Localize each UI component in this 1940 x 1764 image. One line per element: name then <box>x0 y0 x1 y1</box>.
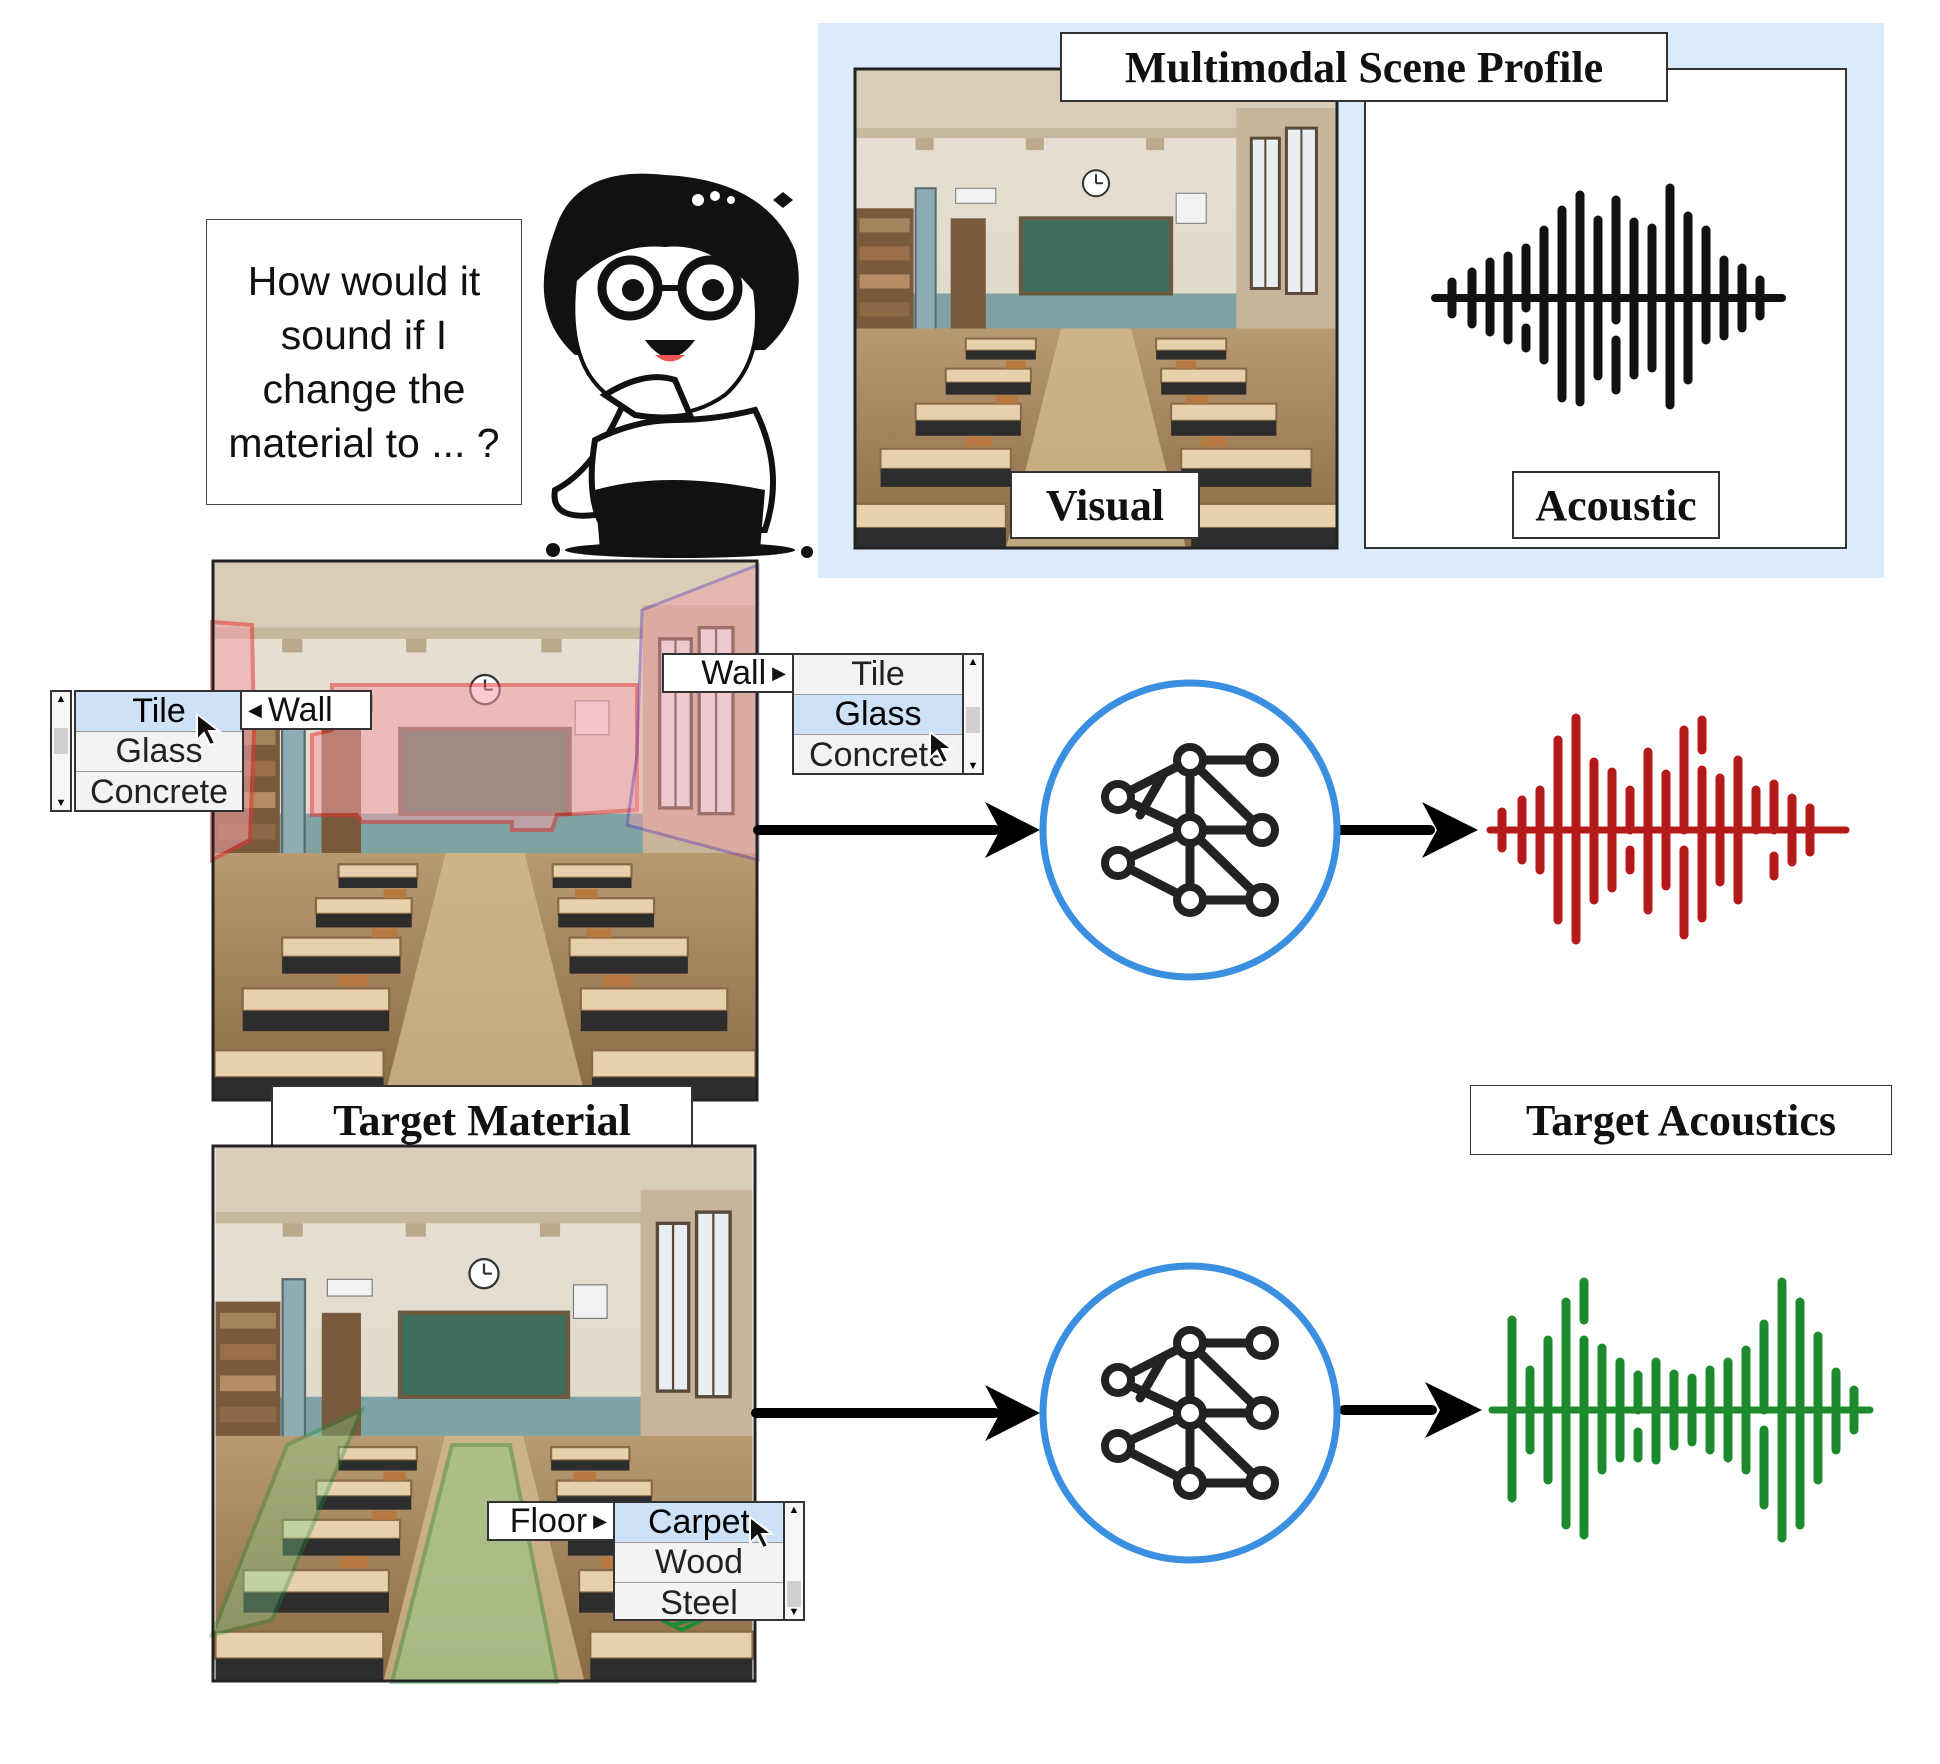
floor-picker-category[interactable]: Floor ▶ <box>487 1501 615 1541</box>
scroll-thumb[interactable] <box>787 1581 801 1607</box>
left-picker-options: Tile Glass Concrete <box>74 690 244 812</box>
right-picker-category[interactable]: Wall ▶ <box>662 653 794 693</box>
option-glass[interactable]: Glass <box>794 695 962 735</box>
cartoon-girl <box>543 173 813 558</box>
acoustic-label: Acoustic <box>1512 471 1720 539</box>
cursor-icon <box>749 1514 775 1550</box>
caret-right-icon: ▶ <box>772 662 786 683</box>
scroll-thumb[interactable] <box>966 707 980 733</box>
option-tile[interactable]: Tile <box>794 655 962 695</box>
arrowhead-icon <box>1425 1382 1482 1438</box>
scroll-thumb[interactable] <box>54 728 68 754</box>
speech-bubble: How would it sound if I change the mater… <box>206 219 522 505</box>
cursor-icon <box>196 711 222 747</box>
option-concrete[interactable]: Concrete <box>90 772 228 811</box>
category-label: Floor <box>509 1501 588 1540</box>
category-label: Wall <box>267 690 333 729</box>
caret-right-icon: ▶ <box>593 1510 607 1531</box>
profile-title: Multimodal Scene Profile <box>1060 32 1668 102</box>
arrowhead-icon <box>985 802 1040 858</box>
category-label: Wall <box>701 653 767 692</box>
acoustic-panel <box>1364 68 1847 549</box>
scroll-down-icon[interactable]: ▼ <box>788 1606 800 1618</box>
cursor-icon <box>929 729 955 765</box>
target-material-label: Target Material <box>271 1085 693 1155</box>
scroll-up-icon[interactable]: ▲ <box>788 1504 800 1516</box>
scroll-down-icon[interactable]: ▼ <box>55 797 67 809</box>
original-waveform <box>1431 183 1786 410</box>
floor-picker-options: Carpet Wood Steel <box>613 1501 785 1622</box>
right-picker-options: Tile Glass Concrete <box>792 653 964 775</box>
floor-picker-scrollbar[interactable]: ▲ ▼ <box>783 1501 805 1621</box>
scroll-up-icon[interactable]: ▲ <box>55 693 67 705</box>
option-carpet[interactable]: Carpet <box>615 1503 783 1543</box>
option-steel[interactable]: Steel <box>660 1583 738 1622</box>
scroll-down-icon[interactable]: ▼ <box>967 760 979 772</box>
caret-left-icon: ◀ <box>248 699 262 720</box>
target-acoustics-label: Target Acoustics <box>1470 1085 1892 1155</box>
left-picker-category[interactable]: ◀ Wall <box>240 690 372 730</box>
option-glass[interactable]: Glass <box>76 732 242 772</box>
scroll-up-icon[interactable]: ▲ <box>967 656 979 668</box>
visual-label: Visual <box>1010 471 1200 539</box>
neural-network-icon <box>1039 679 1341 981</box>
wall-material-image <box>210 559 760 1102</box>
neural-network-icon <box>1039 1262 1341 1564</box>
left-picker-scrollbar[interactable]: ▲ ▼ <box>50 690 72 812</box>
waveform-green <box>1488 1277 1874 1543</box>
option-wood[interactable]: Wood <box>615 1543 783 1583</box>
option-concrete[interactable]: Concrete <box>809 735 947 774</box>
right-picker-scrollbar[interactable]: ▲ ▼ <box>962 653 984 775</box>
waveform-red <box>1486 713 1850 945</box>
arrowhead-icon <box>1422 802 1478 858</box>
arrowhead-icon <box>985 1385 1040 1441</box>
option-tile[interactable]: Tile <box>76 692 242 732</box>
